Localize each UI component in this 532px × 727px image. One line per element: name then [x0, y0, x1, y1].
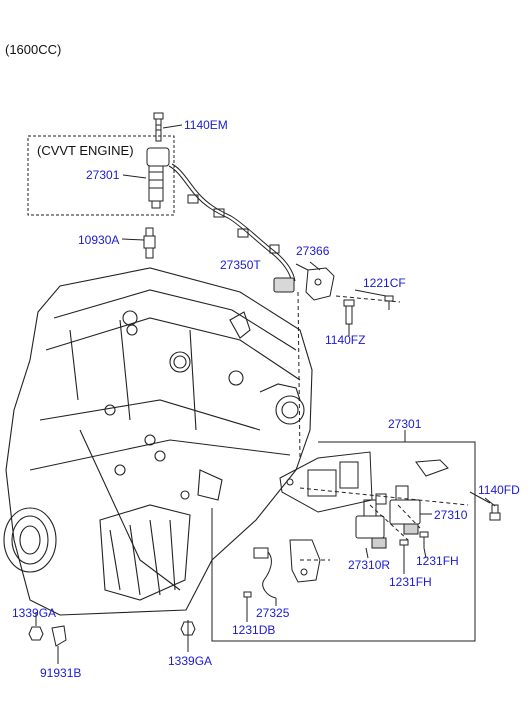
part-27325: 27325: [256, 606, 290, 620]
bolt-1140fz: [343, 299, 355, 332]
part-1140fz: 1140FZ: [325, 333, 366, 347]
part-27366: 27366: [296, 244, 330, 258]
part-1221cf: 1221CF: [363, 276, 406, 290]
nut-1339ga-left: [28, 626, 44, 641]
part-27310: 27310: [434, 508, 468, 522]
part-91931b: 91931B: [40, 666, 82, 680]
part-1339ga-left: 1339GA: [12, 606, 57, 620]
bolt-1140fd: [484, 497, 501, 521]
washer-91931b: [51, 625, 67, 647]
part-1339ga-center: 1339GA: [168, 654, 213, 668]
knock-sensor: [253, 539, 321, 599]
cvvt-box-label: (CVVT ENGINE): [37, 143, 134, 158]
engine-block: [3, 267, 313, 616]
part-27310r: 27310R: [348, 558, 391, 572]
part-1231fh-b: 1231FH: [389, 575, 432, 589]
screw-1231db: [243, 591, 252, 606]
part-1140fd: 1140FD: [478, 483, 520, 497]
part-1231db: 1231DB: [232, 623, 276, 637]
part-1140em: 1140EM: [184, 118, 228, 132]
bolt-1140em: [153, 112, 164, 142]
coil-310r: [355, 493, 387, 549]
part-10930a: 10930A: [78, 233, 120, 247]
cvvt-dashed-box: [27, 135, 175, 216]
part-1231fh-a: 1231FH: [416, 554, 459, 568]
clip-1221cf: [354, 289, 394, 310]
screw-1231fh-a: [399, 539, 409, 552]
cvvt-coil: [146, 147, 170, 209]
small-bracket: [415, 459, 449, 477]
sensor-bracket: [305, 261, 335, 301]
part-27350t: 27350T: [220, 258, 261, 272]
engine-size-label: (1600CC): [5, 42, 62, 57]
coil-bracket-plate: [279, 451, 373, 513]
part-27301-cvvt: 27301: [86, 168, 120, 182]
screw-1231fh-b: [419, 531, 429, 548]
wire-harness: [168, 163, 296, 293]
spark-plug: [143, 227, 156, 259]
coil-310: [389, 485, 421, 535]
assembly-frame: [211, 441, 476, 642]
part-27301-assembly: 27301: [388, 417, 422, 431]
nut-1339ga-center: [180, 621, 196, 636]
